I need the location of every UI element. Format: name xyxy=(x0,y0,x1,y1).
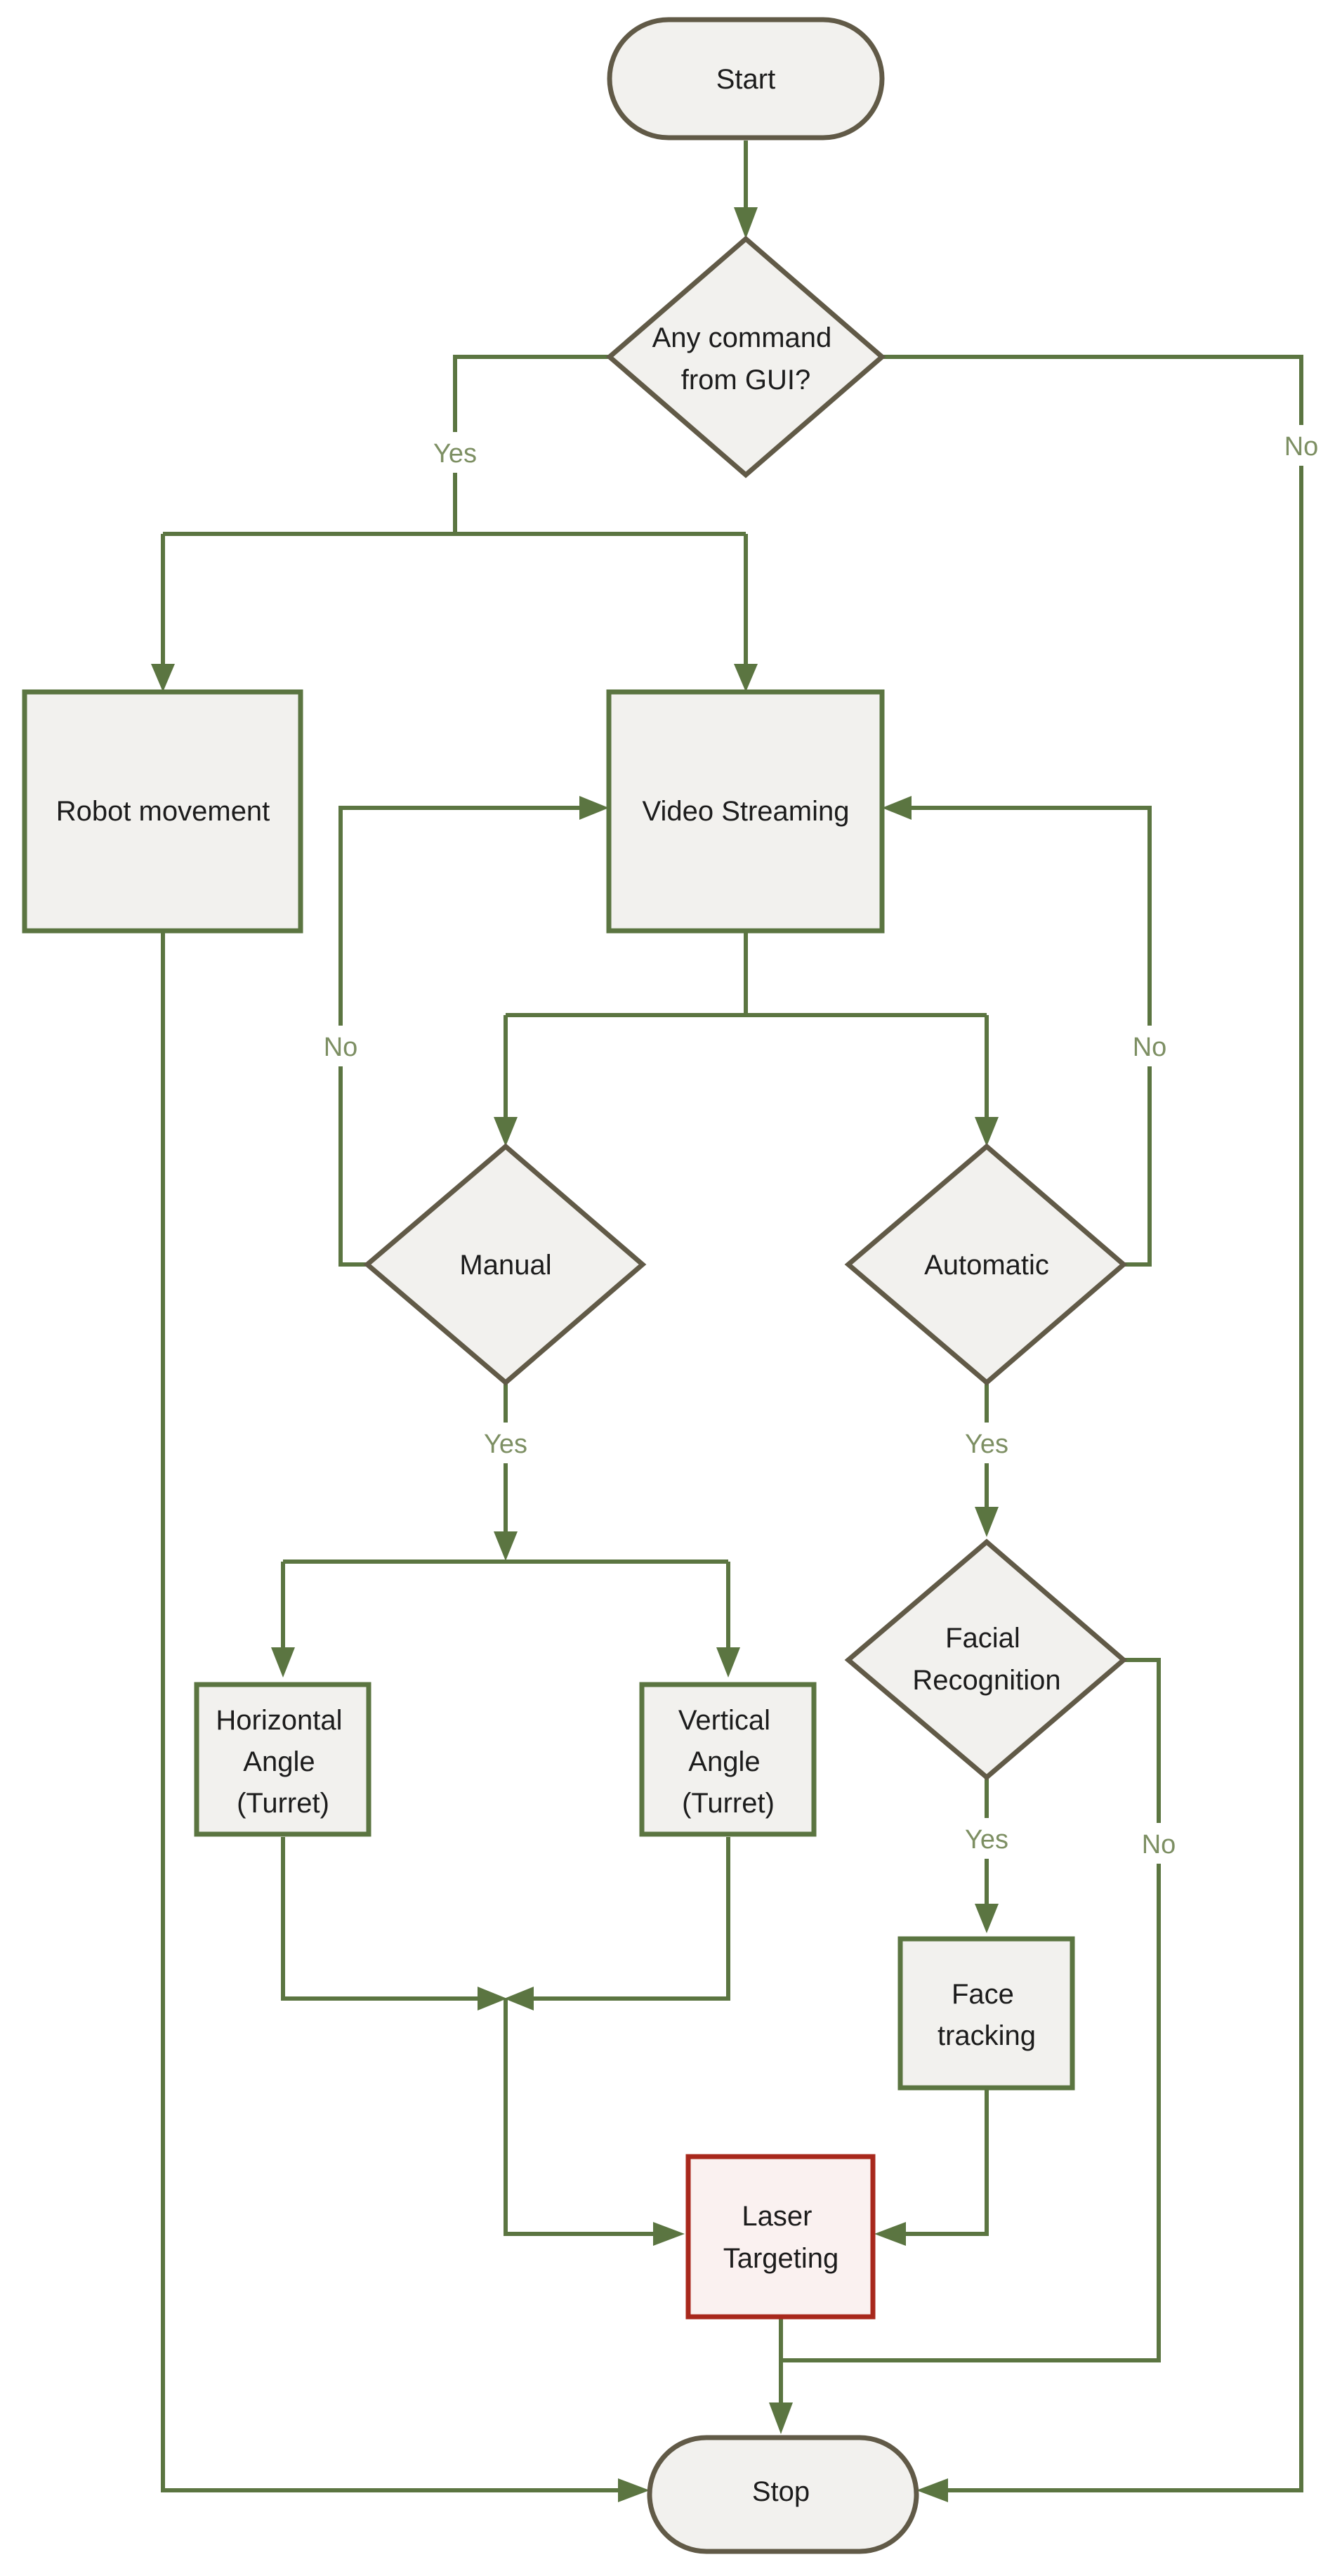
face-tracking-line-2: tracking xyxy=(938,2020,1036,2051)
arrow-down-icon xyxy=(151,664,175,692)
facial-recognition-line-1: Facial xyxy=(945,1623,1020,1654)
connectors xyxy=(161,140,1303,2492)
arrow-down-icon xyxy=(734,207,758,239)
manual-no-label: No xyxy=(324,1033,358,1062)
horizontal-angle-line-1: Horizontal xyxy=(216,1705,342,1736)
laser-targeting-line-2: Targeting xyxy=(723,2243,839,2274)
automatic-no-label: No xyxy=(1133,1033,1167,1062)
face-tracking-label: Face tracking xyxy=(938,1979,1036,2051)
manual-yes-label: Yes xyxy=(484,1430,527,1459)
facial-no-label: No xyxy=(1142,1830,1176,1859)
vertical-angle-process: Vertical Angle (Turret) xyxy=(639,1682,817,1837)
gui-command-label: Any command from GUI? xyxy=(652,322,840,395)
edge-labels: Yes No No No Yes Yes Yes No xyxy=(315,425,1328,1864)
edge-tracking-to-laser xyxy=(902,2088,989,2236)
gui-command-line-1: Any command xyxy=(652,322,832,353)
arrowheads xyxy=(151,207,999,2502)
facial-yes-label: Yes xyxy=(965,1825,1008,1855)
laser-targeting-label: Laser Targeting xyxy=(723,2201,839,2274)
video-streaming-process: Video Streaming xyxy=(606,689,885,934)
gui-no-label: No xyxy=(1284,432,1319,462)
gui-command-line-2: from GUI? xyxy=(681,365,810,395)
stop-label: Stop xyxy=(752,2476,810,2507)
arrow-down-icon xyxy=(716,1647,740,1678)
arrow-down-icon xyxy=(494,1531,518,1561)
arrow-down-icon xyxy=(975,1507,999,1537)
arrow-left-icon xyxy=(916,2478,948,2502)
horizontal-angle-line-2: Angle xyxy=(243,1746,315,1777)
arrow-left-icon xyxy=(874,2222,906,2246)
edge-merge-to-laser xyxy=(504,1999,660,2236)
manual-decision: Manual xyxy=(363,1143,647,1386)
gui-command-decision: Any command from GUI? xyxy=(605,235,886,478)
edge-horizontal-merge xyxy=(281,1837,485,2001)
arrow-left-icon xyxy=(882,796,912,820)
facial-recognition-label: Facial Recognition xyxy=(912,1623,1060,1696)
horizontal-angle-label: Horizontal Angle (Turret) xyxy=(216,1705,350,1819)
vertical-angle-line-1: Vertical xyxy=(678,1705,770,1736)
arrow-right-icon xyxy=(579,796,609,820)
edge-gui-yes xyxy=(453,355,610,534)
laser-targeting-process: Laser Targeting xyxy=(685,2154,876,2320)
arrow-down-icon xyxy=(271,1647,295,1678)
vertical-angle-line-3: (Turret) xyxy=(682,1788,775,1819)
edge-vertical-merge xyxy=(527,1837,730,2001)
automatic-decision: Automatic xyxy=(844,1143,1128,1386)
robot-movement-label: Robot movement xyxy=(56,796,270,827)
arrow-down-icon xyxy=(769,2402,793,2434)
automatic-label: Automatic xyxy=(924,1250,1049,1281)
arrow-down-icon xyxy=(975,1117,999,1146)
edge-facial-no xyxy=(781,1658,1161,2362)
automatic-yes-label: Yes xyxy=(965,1430,1008,1459)
vertical-angle-label: Vertical Angle (Turret) xyxy=(678,1705,778,1819)
facial-recognition-line-2: Recognition xyxy=(912,1665,1060,1696)
arrow-right-icon xyxy=(618,2478,650,2502)
facial-recognition-decision: Facial Recognition xyxy=(844,1538,1128,1781)
arrow-right-icon xyxy=(478,1987,507,2011)
robot-movement-process: Robot movement xyxy=(22,689,303,934)
horizontal-angle-process: Horizontal Angle (Turret) xyxy=(194,1682,371,1837)
edge-gui-no xyxy=(882,355,1303,2492)
laser-targeting-line-1: Laser xyxy=(742,2201,812,2232)
gui-yes-label: Yes xyxy=(433,439,477,469)
arrow-down-icon xyxy=(734,664,758,692)
edge-robot-to-stop xyxy=(161,931,625,2492)
start-label: Start xyxy=(716,64,775,95)
start-terminal: Start xyxy=(607,17,885,140)
stop-terminal: Stop xyxy=(647,2435,919,2554)
manual-label: Manual xyxy=(459,1250,551,1281)
horizontal-angle-line-3: (Turret) xyxy=(237,1788,329,1819)
face-tracking-process: Face tracking xyxy=(897,1936,1075,2091)
video-streaming-label: Video Streaming xyxy=(643,796,850,827)
arrow-down-icon xyxy=(975,1904,999,1933)
arrow-down-icon xyxy=(494,1117,518,1146)
edge-video-split xyxy=(506,931,987,1017)
arrow-right-icon xyxy=(653,2222,685,2246)
face-tracking-line-1: Face xyxy=(952,1979,1014,2010)
arrow-left-icon xyxy=(504,1987,534,2011)
vertical-angle-line-2: Angle xyxy=(688,1746,760,1777)
